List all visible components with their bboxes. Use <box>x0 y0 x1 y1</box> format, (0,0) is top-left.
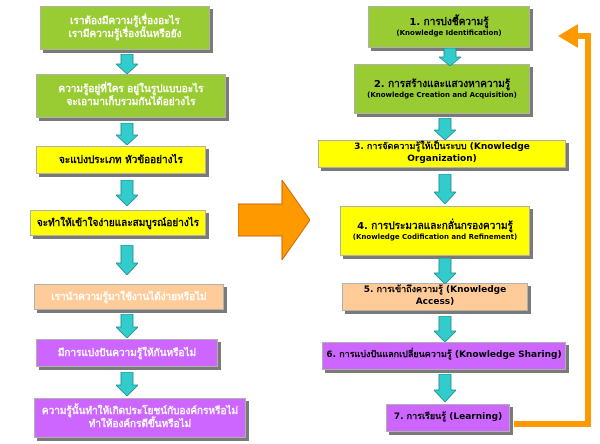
right-step-1: 1. การบ่งชี้ความรู้ (Knowledge Identific… <box>368 6 530 48</box>
left-step-5-text: เรานำความรู้มาใช้งานได้ง่ายหรือไม่ <box>51 291 207 303</box>
left-step-4: จะทำให้เข้าใจง่ายและสมบูรณ์อย่างไร <box>30 210 206 236</box>
right-step-3: 3. การจัดความรู้ให้เป็นระบบ (Knowledge O… <box>318 140 566 168</box>
right-down-arrow-6 <box>434 374 456 402</box>
right-step-4-subtitle: (Knowledge Codification and Refinement) <box>352 232 518 241</box>
right-step-6-title: 6. การแบ่งปันแลกเปลี่ยนความรู้ (Knowledg… <box>326 350 562 361</box>
left-down-arrow-5 <box>116 314 138 338</box>
left-step-7: ความรู้นั้นทำให้เกิดประโยชน์กับองค์กรหรื… <box>34 398 246 438</box>
right-down-arrow-5 <box>434 316 456 342</box>
right-down-arrow-1 <box>439 48 461 66</box>
loop-back-arrow <box>514 24 591 427</box>
right-step-5: 5. การเข้าถึงความรู้ (Knowledge Access) <box>342 283 528 311</box>
left-step-2: ความรู้อยู่ที่ใคร อยู่ในรูปแบบอะไร จะเอา… <box>36 74 226 118</box>
right-step-7: 7. การเรียนรู้ (Learning) <box>386 404 510 432</box>
left-step-6-text: มีการแบ่งปันความรู้ให้กันหรือไม่ <box>57 347 197 359</box>
left-down-arrow-6 <box>116 372 138 396</box>
right-step-4-title: 4. การประมวลและกลั่นกรองความรู้ <box>357 220 513 232</box>
right-step-2: 2. การสร้างและแสวงหาความรู้ (Knowledge C… <box>354 64 530 114</box>
right-down-arrow-4 <box>434 258 456 284</box>
right-step-2-subtitle: (Knowledge Creation and Acquisition) <box>367 90 517 99</box>
right-step-3-title: 3. การจัดความรู้ให้เป็นระบบ (Knowledge O… <box>354 142 530 164</box>
left-step-7-text: ความรู้นั้นทำให้เกิดประโยชน์กับองค์กรหรื… <box>41 406 239 430</box>
right-down-arrow-3 <box>434 174 456 204</box>
right-step-1-subtitle: (Knowledge Identification) <box>396 28 502 37</box>
left-step-1: เราต้องมีความรู้เรื่องอะไร เรามีความรู้เ… <box>40 6 210 50</box>
left-down-arrow-4 <box>116 245 138 275</box>
left-step-2-text: ความรู้อยู่ที่ใคร อยู่ในรูปแบบอะไร จะเอา… <box>58 84 204 108</box>
left-step-4-text: จะทำให้เข้าใจง่ายและสมบูรณ์อย่างไร <box>36 217 200 229</box>
left-down-arrow-3 <box>116 180 138 206</box>
right-down-arrow-2 <box>434 118 456 140</box>
right-step-5-title: 5. การเข้าถึงความรู้ (Knowledge Access) <box>363 285 507 307</box>
left-step-3: จะแบ่งประเภท หัวข้ออย่างไร <box>36 146 206 174</box>
right-step-1-title: 1. การบ่งชี้ความรู้ <box>409 16 489 28</box>
left-step-3-text: จะแบ่งประเภท หัวข้ออย่างไร <box>59 154 183 166</box>
left-step-6: มีการแบ่งปันความรู้ให้กันหรือไม่ <box>36 339 218 367</box>
right-step-4: 4. การประมวลและกลั่นกรองความรู้ (Knowled… <box>340 206 530 256</box>
left-step-5: เรานำความรู้มาใช้งานได้ง่ายหรือไม่ <box>34 284 224 310</box>
right-step-2-title: 2. การสร้างและแสวงหาความรู้ <box>373 78 511 90</box>
left-down-arrow-2 <box>116 123 138 145</box>
right-step-7-title: 7. การเรียนรู้ (Learning) <box>393 412 503 423</box>
right-step-6: 6. การแบ่งปันแลกเปลี่ยนความรู้ (Knowledg… <box>322 342 566 370</box>
left-down-arrow-1 <box>116 54 138 74</box>
big-right-arrow <box>238 180 310 260</box>
left-step-1-text: เราต้องมีความรู้เรื่องอะไร เรามีความรู้เ… <box>68 16 182 40</box>
